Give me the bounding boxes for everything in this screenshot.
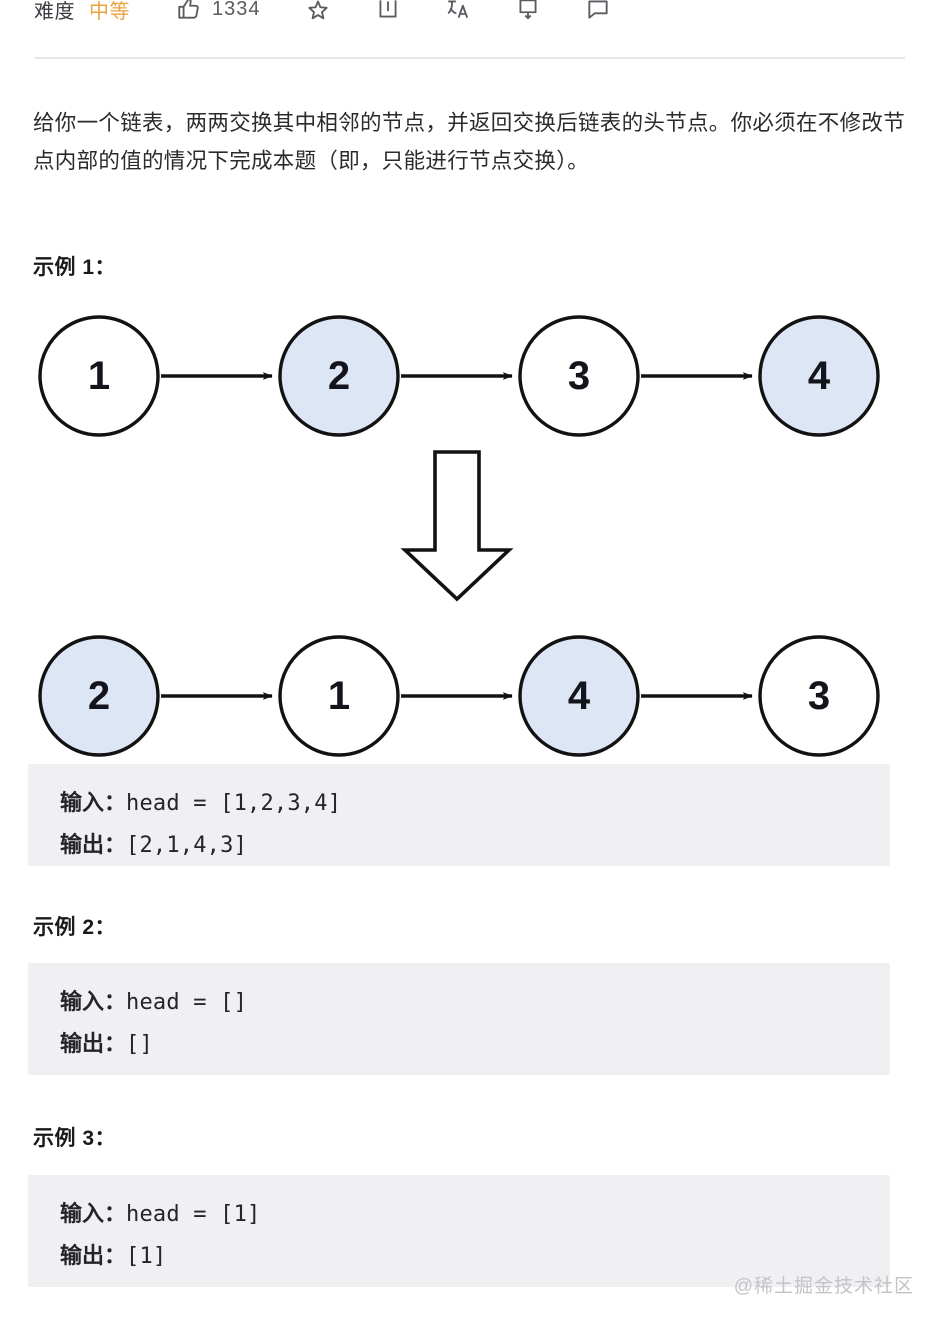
node-after-2 xyxy=(518,635,640,757)
bookmark-icon[interactable] xyxy=(515,0,541,22)
node-before-1-label: 2 xyxy=(328,354,350,398)
node-before-0-label: 1 xyxy=(88,354,110,398)
node-after-3 xyxy=(758,635,880,757)
watermark: @稀土掘金技术社区 xyxy=(733,1276,914,1297)
example-3-output-line: 输出：[1] xyxy=(60,1235,890,1277)
output-label: 输出： xyxy=(60,1031,127,1056)
example-2-input-line: 输入：head = [] xyxy=(60,981,890,1023)
like-button[interactable]: 1334 xyxy=(176,0,261,22)
output-value: [2,1,4,3] xyxy=(126,833,248,858)
input-label: 输入： xyxy=(60,989,127,1014)
example-2-heading: 示例 2： xyxy=(33,916,117,939)
input-label: 输入： xyxy=(60,1201,127,1226)
output-value: [] xyxy=(126,1032,153,1057)
example-3-heading: 示例 3： xyxy=(33,1127,117,1150)
example-2-code-block: 输入：head = [] 输出：[] xyxy=(28,963,890,1075)
down-arrow-icon xyxy=(400,450,514,602)
share-icon[interactable] xyxy=(375,0,401,22)
node-after-1-label: 1 xyxy=(328,674,350,718)
node-after-3-label: 3 xyxy=(808,674,830,718)
example-3-input-line: 输入：head = [1] xyxy=(60,1193,890,1235)
difficulty-label: 难度 xyxy=(34,0,75,23)
node-before-3-label: 4 xyxy=(808,354,831,398)
node-after-0-label: 2 xyxy=(88,674,110,718)
input-value: head = [] xyxy=(126,990,248,1015)
output-value: [1] xyxy=(126,1244,167,1269)
problem-meta-bar: 难度 中等 1334 xyxy=(0,0,938,32)
header-divider xyxy=(35,57,905,59)
example-1-code-block: 输入：head = [1,2,3,4] 输出：[2,1,4,3] xyxy=(28,764,890,866)
comment-icon[interactable] xyxy=(585,0,611,22)
translate-icon[interactable] xyxy=(445,0,471,22)
node-after-1 xyxy=(278,635,400,757)
node-after-2-label: 4 xyxy=(568,674,591,718)
thumbs-up-icon xyxy=(176,0,202,22)
node-before-2 xyxy=(518,315,640,437)
node-before-0 xyxy=(38,315,160,437)
output-label: 输出： xyxy=(60,1243,127,1268)
diagram-svg: 1 2 3 4 2 1 4 3 xyxy=(38,315,880,757)
node-before-3 xyxy=(758,315,880,437)
linked-list-swap-diagram: 1 2 3 4 2 1 4 3 xyxy=(0,300,938,770)
output-label: 输出： xyxy=(60,832,127,857)
input-value: head = [1,2,3,4] xyxy=(126,791,342,816)
input-label: 输入： xyxy=(60,790,127,815)
star-icon[interactable] xyxy=(305,0,331,22)
node-after-0 xyxy=(38,635,160,757)
like-count: 1334 xyxy=(212,0,261,20)
node-before-2-label: 3 xyxy=(568,354,590,398)
difficulty-value[interactable]: 中等 xyxy=(89,0,130,23)
node-before-1 xyxy=(278,315,400,437)
example-1-output-line: 输出：[2,1,4,3] xyxy=(60,824,890,866)
problem-description: 给你一个链表，两两交换其中相邻的节点，并返回交换后链表的头节点。你必须在不修改节… xyxy=(33,110,906,173)
example-2-output-line: 输出：[] xyxy=(60,1023,890,1065)
example-3-code-block: 输入：head = [1] 输出：[1] xyxy=(28,1175,890,1287)
input-value: head = [1] xyxy=(126,1202,261,1227)
example-1-heading: 示例 1： xyxy=(33,256,117,279)
example-1-input-line: 输入：head = [1,2,3,4] xyxy=(60,782,890,824)
